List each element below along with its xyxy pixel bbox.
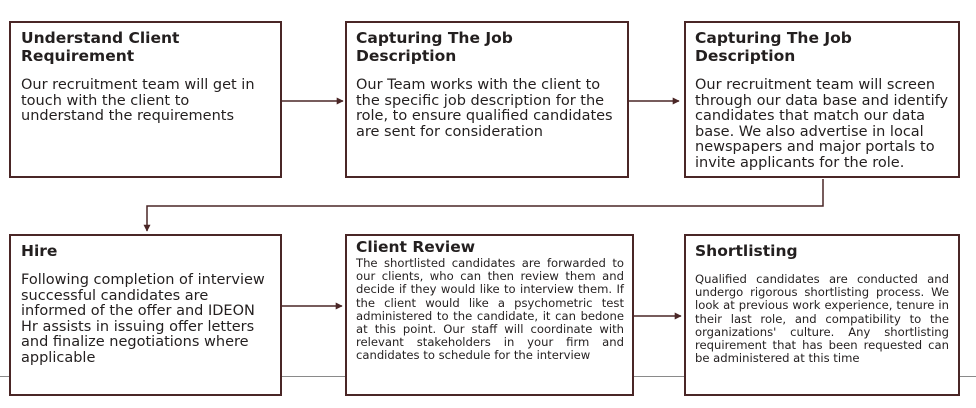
step-description: Our Team works with the client to the sp… — [356, 77, 613, 140]
arrow-step3-to-hire — [143, 179, 824, 232]
step-hire: Hire Following completion of interview s… — [9, 234, 282, 396]
step-title: Hire — [21, 242, 58, 260]
step-description: Our recruitment team will screen through… — [695, 77, 949, 171]
step-description: Our recruitment team will get in touch w… — [21, 77, 255, 124]
step-client-review: Client Review The shortlisted candidates… — [345, 234, 634, 396]
step-title: Capturing The Job Description — [356, 29, 513, 65]
step-description: The shortlisted candidates are forwarded… — [356, 256, 624, 363]
step-title: Shortlisting — [695, 242, 798, 260]
step-understand-requirement: Understand Client Requirement Our recrui… — [9, 21, 282, 178]
step-title: Client Review — [356, 238, 476, 256]
step-title: Understand Client Requirement — [21, 29, 180, 65]
step-screen-candidates: Capturing The Job Description Our recrui… — [684, 21, 960, 178]
step-description: Qualified candidates are conducted and u… — [695, 272, 949, 366]
step-shortlisting: Shortlisting Qualified candidates are co… — [684, 234, 960, 396]
step-title: Capturing The Job Description — [695, 29, 852, 65]
step-capture-job-description: Capturing The Job Description Our Team w… — [345, 21, 629, 178]
step-description: Following completion of interview succes… — [21, 272, 265, 366]
